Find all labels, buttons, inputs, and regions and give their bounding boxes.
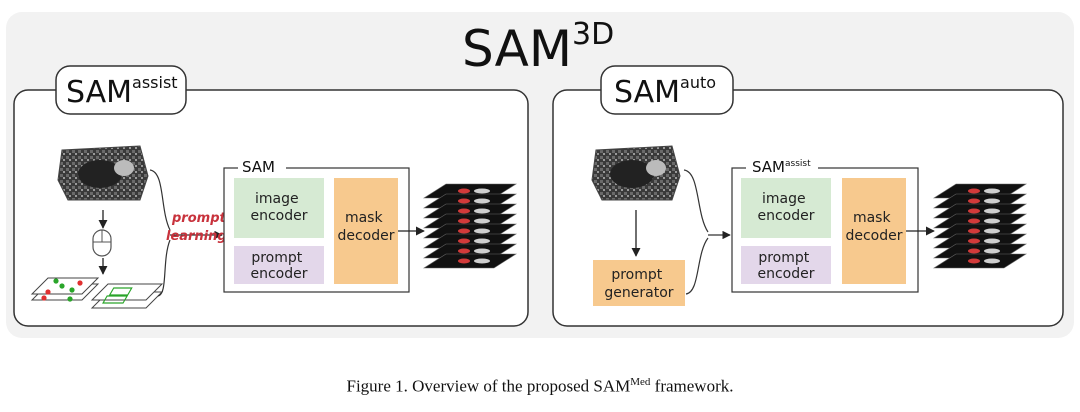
mask-region: [984, 228, 1000, 234]
mask-region: [984, 218, 1000, 224]
panel-sam-auto: SAMauto prompt generator SAMassist image…: [552, 65, 1064, 327]
panel-auto-tab-label: SAMauto: [614, 73, 716, 110]
mask-region: [984, 208, 1000, 214]
sam-label: SAM: [242, 158, 275, 176]
samassist-label: SAMassist: [752, 158, 811, 176]
mask-region: [984, 258, 1000, 264]
ct-volume-image: [591, 145, 681, 201]
prompt-generator-label: prompt generator: [604, 267, 673, 301]
mask-region: [474, 208, 490, 214]
mask-decoder-label: mask decoder: [845, 210, 902, 244]
mask-region: [458, 258, 470, 264]
image-encoder-block: [234, 178, 324, 238]
image-encoder-label: image encoder: [757, 191, 814, 224]
mask-decoder-block: [842, 178, 906, 284]
prompt-encoder-label: prompt encoder: [757, 250, 814, 282]
prompt-encoder-block: [234, 246, 324, 284]
mask-region: [458, 198, 470, 204]
mask-region: [474, 248, 490, 254]
mask-region: [458, 208, 470, 214]
mask-region: [458, 228, 470, 234]
output-mask-stack: [422, 183, 518, 269]
mask-region: [984, 238, 1000, 244]
mask-region: [968, 258, 980, 264]
point-prompts-icon: [30, 277, 100, 302]
prompt-generator-block: [593, 260, 685, 306]
connector-volume-to-samassist: [683, 169, 709, 233]
mask-region: [984, 198, 1000, 204]
mask-region: [968, 198, 980, 204]
image-encoder-block: [741, 178, 831, 238]
panel-assist-tab-label: SAMassist: [66, 73, 178, 110]
connector-prompts-to-sam: [157, 239, 171, 297]
output-mask-stack: [932, 183, 1028, 269]
mask-region: [458, 238, 470, 244]
mask-region: [968, 218, 980, 224]
connector-generator-to-samassist: [685, 237, 709, 295]
panel-sam-assist: SAMassist: [13, 65, 529, 327]
mask-region: [968, 248, 980, 254]
mask-decoder-block: [334, 178, 398, 284]
ct-volume-image: [57, 145, 149, 201]
mask-decoder-label: mask decoder: [337, 210, 394, 244]
mask-region: [474, 188, 490, 194]
figure-caption: Figure 1. Overview of the proposed SAMMe…: [346, 376, 734, 396]
image-encoder-label: image encoder: [250, 191, 307, 224]
mask-region: [984, 188, 1000, 194]
mask-region: [458, 188, 470, 194]
panel-auto-tab: [600, 65, 734, 115]
mask-region: [984, 248, 1000, 254]
mask-region: [474, 238, 490, 244]
mask-region: [458, 218, 470, 224]
mask-region: [474, 218, 490, 224]
mask-region: [458, 248, 470, 254]
connector-volume-to-sam: [149, 169, 171, 231]
mask-region: [968, 208, 980, 214]
figure-title: SAM3D: [462, 17, 614, 78]
box-prompts-icon: [90, 283, 164, 309]
mask-region: [474, 228, 490, 234]
prompt-learning-label: prompt learning: [166, 211, 230, 244]
mask-region: [968, 228, 980, 234]
prompt-encoder-label: prompt encoder: [250, 250, 307, 282]
mouse-icon: [92, 229, 112, 257]
mask-region: [474, 258, 490, 264]
panel-assist-tab: [55, 65, 187, 115]
mask-region: [968, 188, 980, 194]
mask-region: [968, 238, 980, 244]
prompt-encoder-block: [741, 246, 831, 284]
mask-region: [474, 198, 490, 204]
